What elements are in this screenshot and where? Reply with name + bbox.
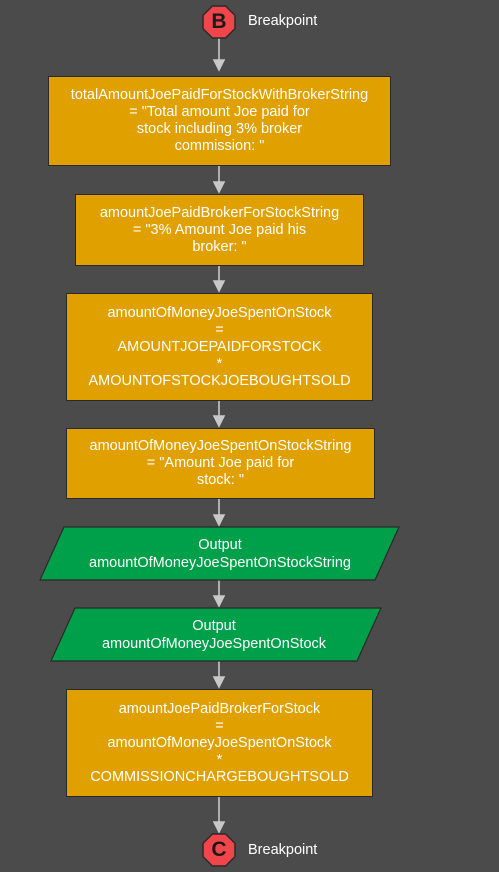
- arrowhead-2: [212, 181, 226, 194]
- process-box-5[interactable]: amountJoePaidBrokerForStock = amountOfMo…: [66, 689, 373, 797]
- arrowhead-3: [212, 280, 226, 293]
- arrowhead-8: [212, 821, 226, 834]
- breakpoint-c-octagon: [202, 833, 236, 867]
- connectors: [212, 38, 226, 834]
- process-box-1[interactable]: totalAmountJoePaidForStockWithBrokerStri…: [48, 76, 391, 166]
- process-text-5: amountJoePaidBrokerForStock = amountOfMo…: [90, 700, 349, 785]
- output-shape-1: [39, 526, 400, 581]
- process-text-3: amountOfMoneyJoeSpentOnStock = AMOUNTJOE…: [88, 304, 351, 389]
- output-box-2[interactable]: Output amountOfMoneyJoeSpentOnStock: [64, 608, 364, 661]
- process-text-4: amountOfMoneyJoeSpentOnStockString = "Am…: [89, 438, 352, 488]
- end-breakpoint-label: Breakpoint: [248, 842, 318, 858]
- output-box-1[interactable]: Output amountOfMoneyJoeSpentOnStockStrin…: [56, 527, 384, 580]
- arrowhead-7: [212, 676, 226, 689]
- output-value-1: amountOfMoneyJoeSpentOnStockString: [89, 554, 351, 571]
- output-label-1: Output: [198, 536, 242, 553]
- breakpoint-c-letter: C: [211, 838, 227, 861]
- start-breakpoint-label: Breakpoint: [248, 13, 318, 29]
- arrowhead-6: [212, 595, 226, 608]
- arrowhead-4: [212, 415, 226, 428]
- output-value-2: amountOfMoneyJoeSpentOnStock: [101, 635, 327, 652]
- process-box-4[interactable]: amountOfMoneyJoeSpentOnStockString = "Am…: [66, 428, 375, 499]
- output-shape-2: [50, 607, 382, 662]
- arrowhead-5: [212, 514, 226, 527]
- arrowhead-1: [212, 59, 226, 72]
- output-label-2: Output: [192, 617, 236, 634]
- process-text-1: totalAmountJoePaidForStockWithBrokerStri…: [70, 87, 369, 154]
- process-text-2: amountJoePaidBrokerForStockString = "3% …: [99, 204, 340, 255]
- breakpoint-b-octagon: [202, 5, 236, 39]
- breakpoint-b-letter: B: [211, 10, 227, 33]
- process-box-2[interactable]: amountJoePaidBrokerForStockString = "3% …: [75, 194, 364, 266]
- process-box-3[interactable]: amountOfMoneyJoeSpentOnStock = AMOUNTJOE…: [66, 293, 373, 401]
